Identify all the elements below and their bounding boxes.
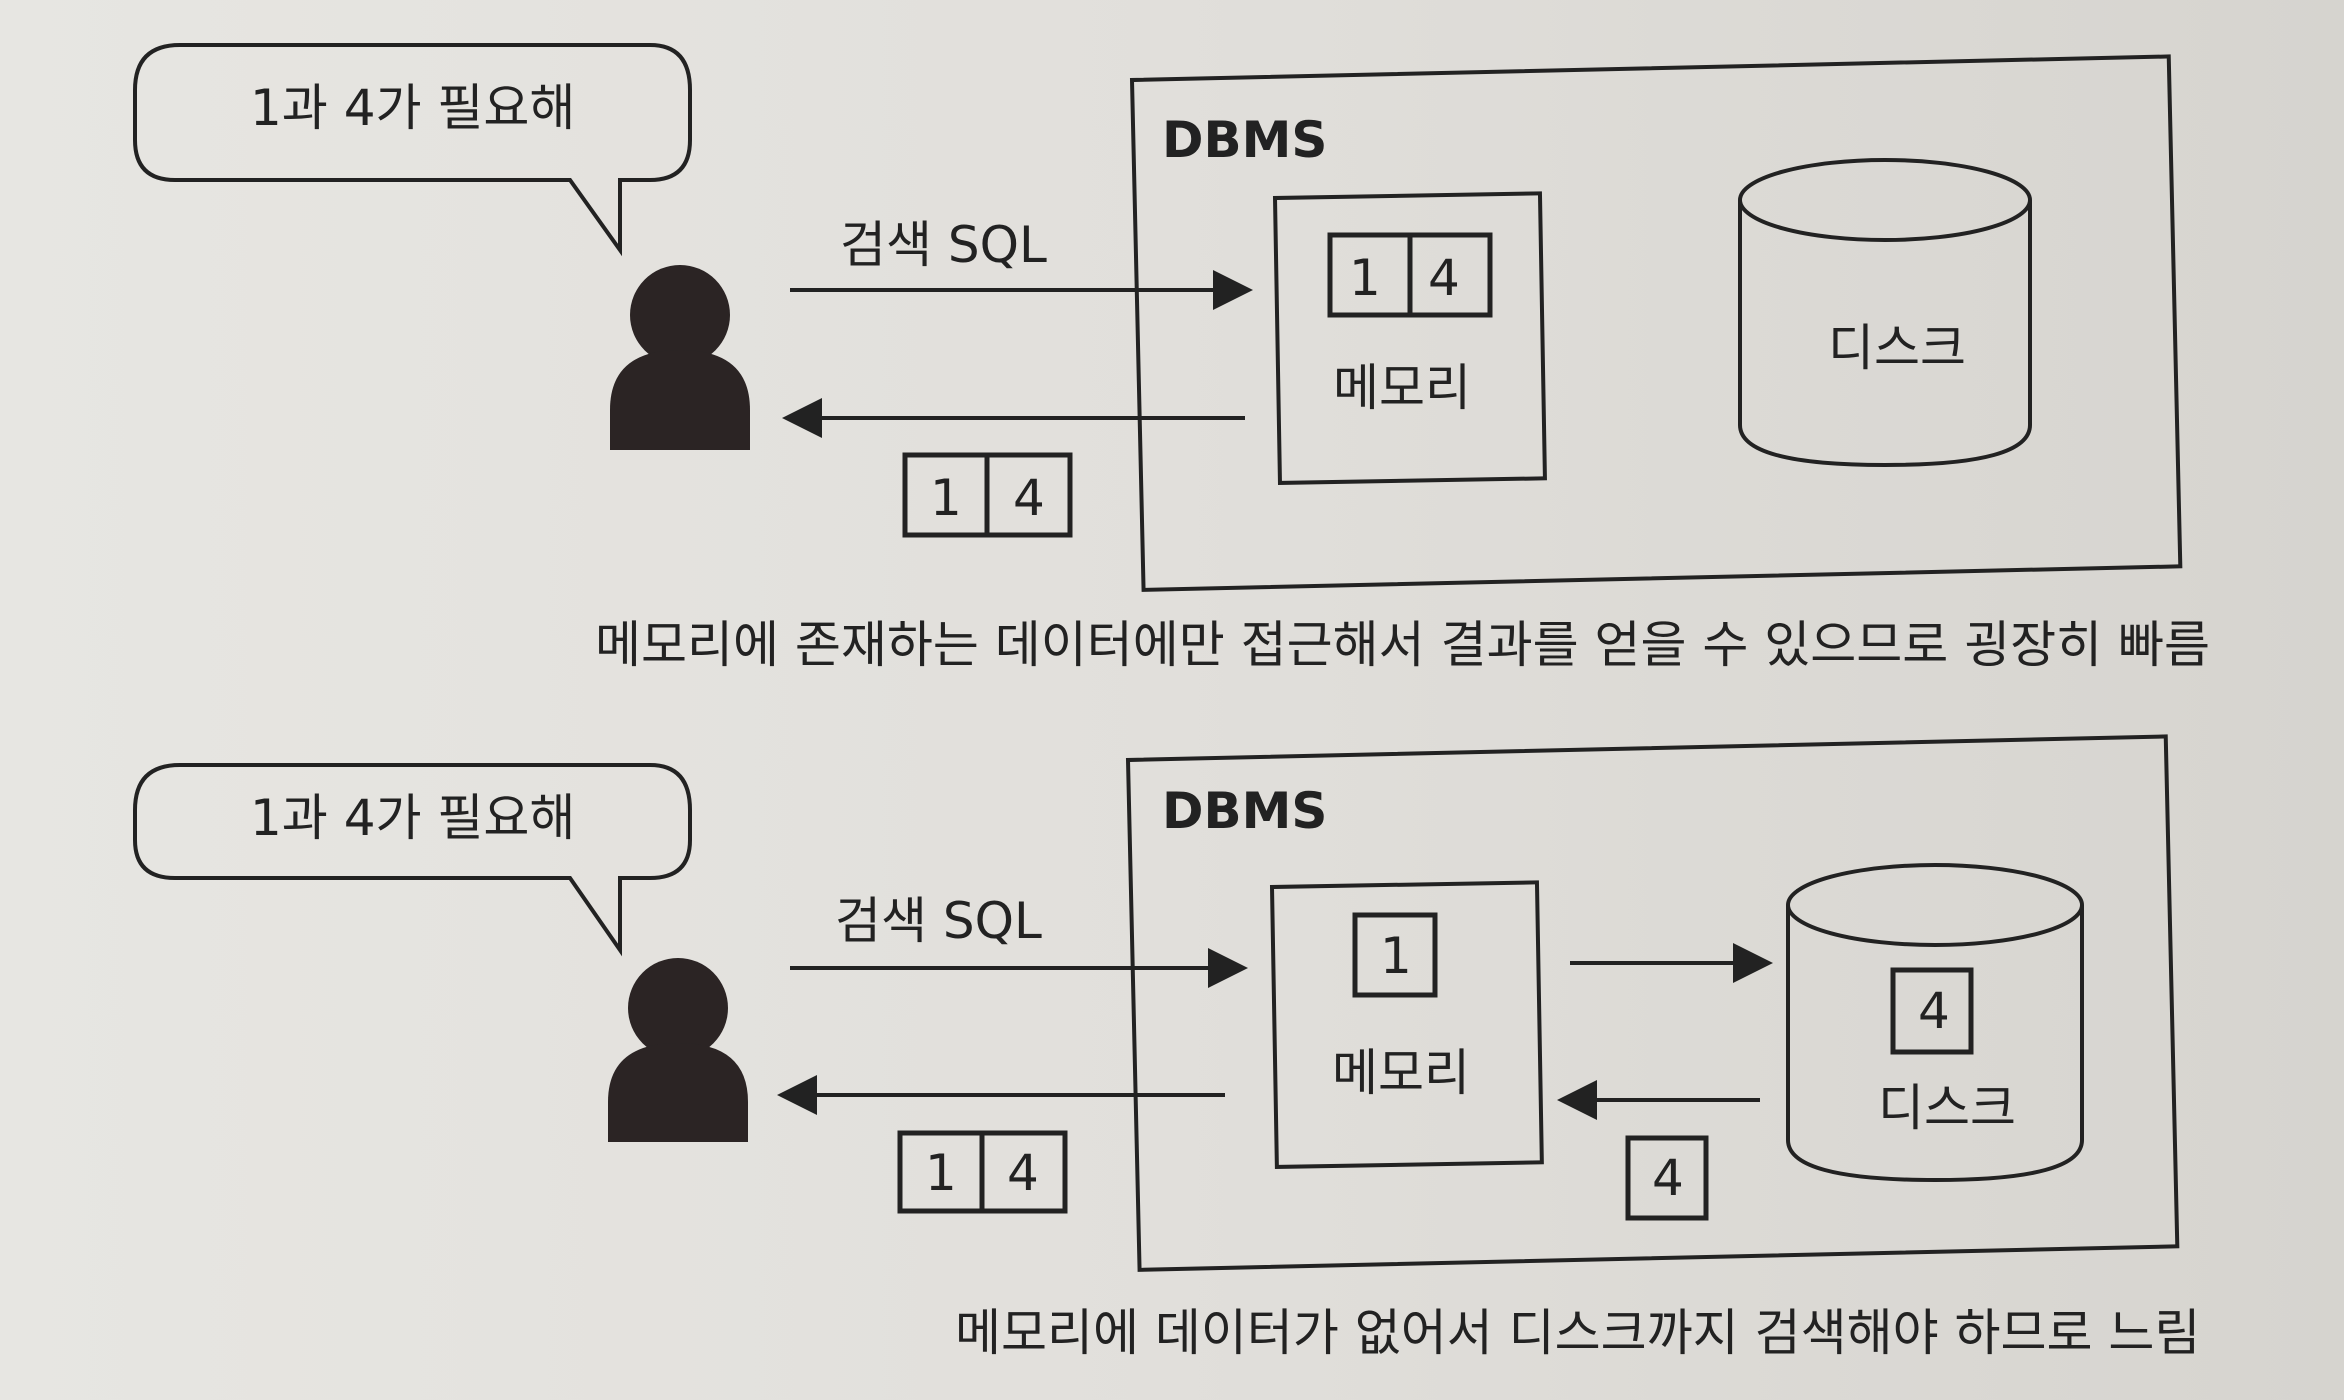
memory-value-1: 1 — [1380, 927, 1412, 985]
user-icon — [610, 265, 750, 450]
disk-value-1: 4 — [1918, 982, 1950, 1040]
query-label: 검색 SQL — [835, 892, 1042, 950]
query-label: 검색 SQL — [840, 216, 1047, 274]
speech-text: 1과 4가 필요해 — [250, 789, 575, 847]
disk-cylinder — [1738, 158, 2032, 468]
user-icon — [608, 958, 748, 1142]
speech-bubble — [133, 43, 692, 257]
result-value-1: 1 — [925, 1144, 957, 1202]
top-panel: 1과 4가 필요해 검색 SQL DBMS 메모리 1 4 1 — [133, 43, 2210, 674]
memory-box — [1269, 880, 1544, 1169]
memory-label: 메모리 — [1332, 1044, 1470, 1102]
disk-label: 디스크 — [1878, 1079, 2016, 1137]
disk-label: 디스크 — [1828, 319, 1966, 377]
memory-label: 메모리 — [1333, 359, 1471, 417]
memory-value-1: 1 — [1349, 249, 1381, 307]
dbms-label: DBMS — [1162, 111, 1327, 169]
memory-box — [1272, 191, 1547, 485]
bottom-panel: 1과 4가 필요해 검색 SQL DBMS 메모리 1 디스크 — [133, 734, 2200, 1362]
dbms-label: DBMS — [1162, 782, 1327, 840]
result-value-2: 4 — [1007, 1144, 1039, 1202]
disk-data-block: 4 — [1890, 967, 1974, 1055]
speech-text: 1과 4가 필요해 — [250, 79, 575, 137]
memory-data-block: 1 4 — [1327, 232, 1493, 318]
memory-data-block: 1 — [1352, 912, 1438, 998]
memory-value-2: 4 — [1428, 249, 1460, 307]
transfer-data-block: 4 — [1625, 1135, 1709, 1221]
top-caption: 메모리에 존재하는 데이터에만 접근해서 결과를 얻을 수 있으므로 굉장히 빠… — [595, 616, 2210, 674]
dbms-container — [1125, 734, 2180, 1272]
speech-bubble — [133, 763, 692, 957]
dbms-container — [1129, 54, 2183, 592]
result-value-1: 1 — [930, 469, 962, 527]
result-value-2: 4 — [1013, 469, 1045, 527]
bottom-caption: 메모리에 데이터가 없어서 디스크까지 검색해야 하므로 느림 — [955, 1304, 2200, 1362]
result-data-block: 1 4 — [897, 1130, 1068, 1214]
transfer-value-1: 4 — [1652, 1149, 1684, 1207]
result-data-block: 1 4 — [902, 452, 1073, 538]
disk-cylinder — [1786, 863, 2084, 1183]
